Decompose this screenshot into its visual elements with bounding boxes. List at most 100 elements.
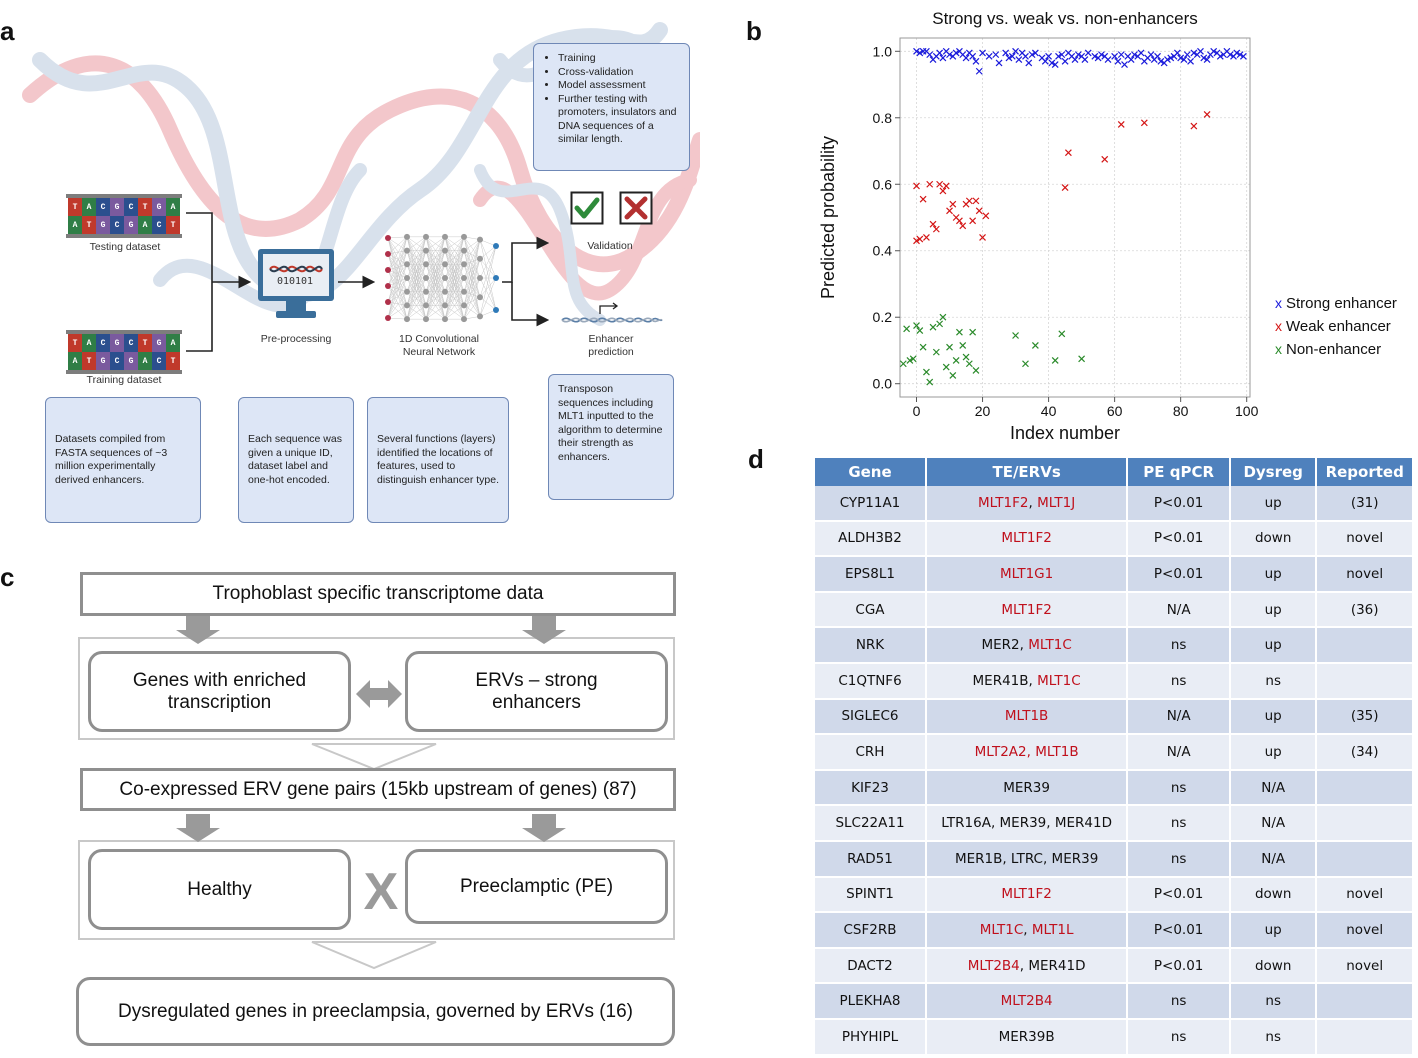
- data-point: [1055, 52, 1062, 60]
- nucleotide-base: A: [138, 216, 152, 234]
- computer-monitor-icon: [258, 249, 334, 318]
- data-point: [956, 328, 963, 336]
- data-point: [1210, 47, 1218, 55]
- gene-cell: EPS8L1: [815, 557, 927, 593]
- table-header-row: Gene TE/ERVs PE qPCR Dysreg Reported: [815, 458, 1412, 486]
- gene-cell: PHYHIPL: [815, 1019, 927, 1056]
- pe-qpcr-cell: N/A: [1128, 699, 1231, 736]
- nucleotide-base: C: [152, 216, 166, 234]
- neuron-node: [404, 247, 410, 254]
- data-point: [916, 327, 924, 334]
- data-point: [929, 220, 937, 228]
- data-point: [926, 51, 934, 59]
- erv-name-highlighted: MLT1F2: [1001, 530, 1052, 547]
- gene-cell: DACT2: [815, 948, 927, 985]
- gene-cell: SPINT1: [815, 877, 927, 914]
- legend-entry: Weak enhancer: [1286, 318, 1391, 335]
- data-point: [1117, 121, 1125, 128]
- data-point: [926, 180, 934, 188]
- cross-icon: [619, 191, 653, 225]
- data-point: [1078, 355, 1086, 363]
- nucleotide-base: A: [82, 198, 96, 216]
- neuron-node: [404, 316, 410, 323]
- reported-cell: novel: [1317, 913, 1412, 949]
- nucleotide-base: T: [166, 352, 180, 370]
- training-step-item: Further testing with promoters, insulato…: [558, 93, 680, 147]
- te-ervs-cell: MLT1F2: [926, 592, 1129, 629]
- data-point: [1233, 49, 1241, 57]
- data-point: [1127, 56, 1135, 64]
- data-point: [1226, 51, 1234, 59]
- dna-rail: [66, 194, 182, 198]
- dysreg-cell: N/A: [1231, 841, 1318, 878]
- reported-cell: novel: [1317, 948, 1412, 985]
- pe-qpcr-cell: ns: [1128, 984, 1231, 1020]
- dna-rail: [66, 370, 182, 374]
- pe-qpcr-cell: ns: [1128, 806, 1231, 842]
- data-point: [1091, 52, 1099, 60]
- neuron-node: [461, 261, 467, 268]
- erv-name-highlighted: MLT1F2: [978, 494, 1029, 511]
- data-point: [1081, 56, 1089, 64]
- pe-qpcr-cell: ns: [1128, 663, 1231, 700]
- enhancer-prediction-label: Enhancer prediction: [588, 333, 634, 358]
- panel-letter-d: d: [748, 444, 764, 474]
- data-point: [1236, 51, 1244, 59]
- neuron-node: [442, 275, 448, 281]
- pe-qpcr-cell: P<0.01: [1128, 521, 1231, 558]
- data-point: [1154, 52, 1161, 60]
- data-point: [913, 182, 920, 190]
- data-point: [903, 325, 911, 333]
- nucleotide-base: A: [138, 352, 152, 370]
- data-point: [1051, 61, 1059, 69]
- gene-cell: SLC22A11: [815, 806, 927, 842]
- nucleotide-base: A: [68, 352, 82, 370]
- neuron-node: [477, 275, 483, 281]
- data-point: [1157, 57, 1165, 65]
- neuron-node: [493, 243, 499, 249]
- nucleotide-base: G: [96, 352, 110, 370]
- reported-cell: [1317, 984, 1412, 1020]
- dysreg-cell: up: [1231, 913, 1318, 949]
- legend-marker: x: [1275, 341, 1282, 357]
- nucleotide-base: C: [124, 334, 138, 352]
- enriched-genes-box: Genes with enriched transcription: [88, 651, 351, 732]
- data-point: [909, 355, 917, 363]
- data-point: [1015, 56, 1023, 64]
- group-outline-1: [78, 637, 675, 740]
- pe-qpcr-cell: P<0.01: [1128, 913, 1231, 949]
- data-point: [1008, 52, 1016, 60]
- dysreg-cell: up: [1231, 628, 1318, 664]
- te-ervs-cell: MLT1C, MLT1L: [926, 913, 1129, 949]
- data-point: [919, 343, 927, 351]
- dysreg-cell: up: [1231, 699, 1318, 736]
- neuron-node: [493, 307, 499, 313]
- nucleotide-base: A: [82, 334, 96, 352]
- data-point: [1239, 52, 1247, 60]
- data-point: [1012, 47, 1019, 55]
- datasets-description-box: Datasets compiled from FASTA sequences o…: [45, 397, 201, 523]
- reported-cell: [1317, 1019, 1412, 1056]
- data-point: [913, 237, 920, 245]
- erv-name-highlighted: MLT2B4: [1000, 993, 1053, 1010]
- data-point: [1140, 119, 1148, 127]
- data-point: [1051, 357, 1059, 364]
- reported-cell: [1317, 663, 1412, 700]
- te-ervs-cell: MLT1G1: [926, 557, 1129, 593]
- gene-cell: PLEKHA8: [815, 984, 927, 1020]
- dna-rail: [66, 234, 182, 238]
- data-point: [1216, 52, 1224, 60]
- neuron-node: [385, 251, 391, 257]
- data-point: [1180, 56, 1188, 64]
- data-point: [1173, 49, 1181, 57]
- nucleotide-base: T: [138, 334, 152, 352]
- neuron-node: [423, 247, 429, 254]
- header-pe-qpcr: PE qPCR: [1128, 458, 1231, 486]
- chart-title: Strong vs. weak vs. non-enhancers: [932, 9, 1198, 28]
- reported-cell: novel: [1317, 557, 1412, 593]
- erv-name-highlighted: MLT1B: [1004, 708, 1049, 725]
- neuron-node: [477, 236, 483, 243]
- data-point: [1104, 56, 1112, 64]
